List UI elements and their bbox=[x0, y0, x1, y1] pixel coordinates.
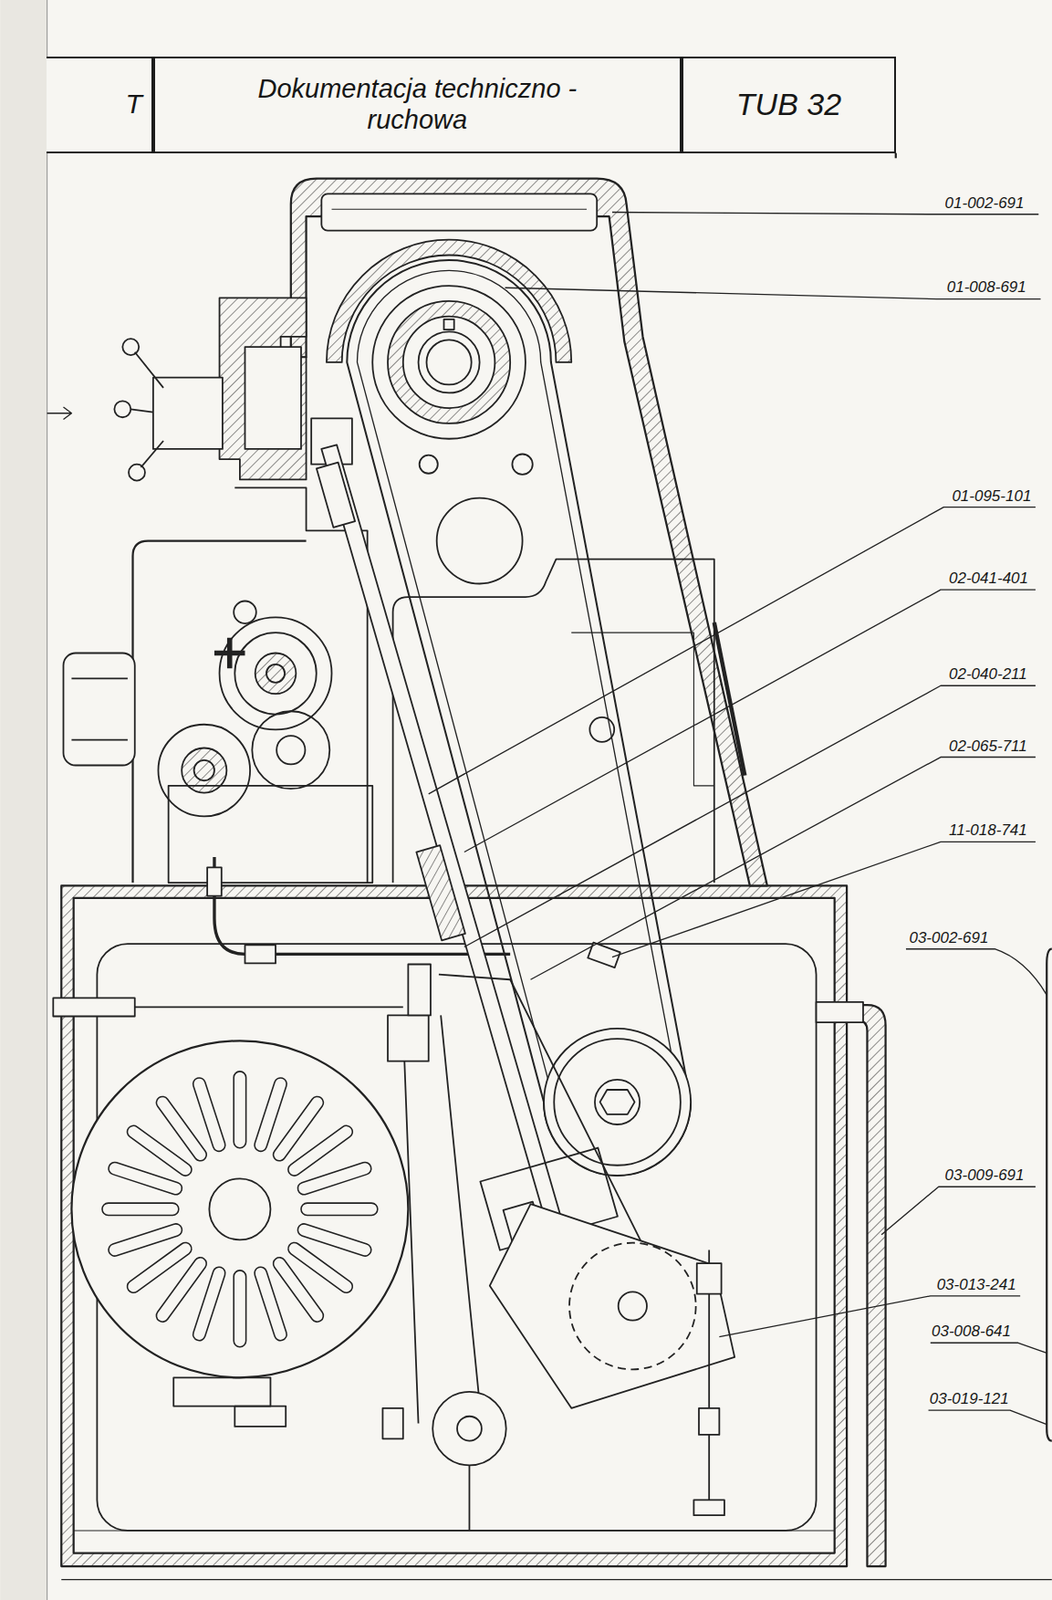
callout-number: 03-002-691 bbox=[908, 929, 989, 946]
title-text: T bbox=[124, 88, 142, 121]
callout-number: 01-002-691 bbox=[945, 195, 1025, 211]
callout-number: 01-008-691 bbox=[947, 279, 1027, 295]
callout-number: 03-009-691 bbox=[945, 1166, 1025, 1183]
callout-number: 01-095-101 bbox=[951, 488, 1032, 504]
callout-number: 03-008-641 bbox=[931, 1322, 1011, 1339]
title-text: Dokumentacja techniczno - ruchowa bbox=[252, 73, 582, 136]
title-block-cell: TUB 32 bbox=[681, 56, 896, 154]
callout-number: 02-040-211 bbox=[948, 666, 1028, 682]
callout-number: 03-013-241 bbox=[937, 1276, 1017, 1292]
callout-number: 02-065-711 bbox=[948, 738, 1028, 754]
title-text: TUB 32 bbox=[736, 86, 842, 123]
callout-number: 02-041-401 bbox=[948, 570, 1029, 586]
callout-number: 11-018-741 bbox=[948, 822, 1028, 838]
title-block-cell: T bbox=[46, 56, 153, 154]
callout-number: 03-019-121 bbox=[929, 1390, 1010, 1407]
title-block-cell: Dokumentacja techniczno - ruchowa bbox=[153, 56, 682, 154]
